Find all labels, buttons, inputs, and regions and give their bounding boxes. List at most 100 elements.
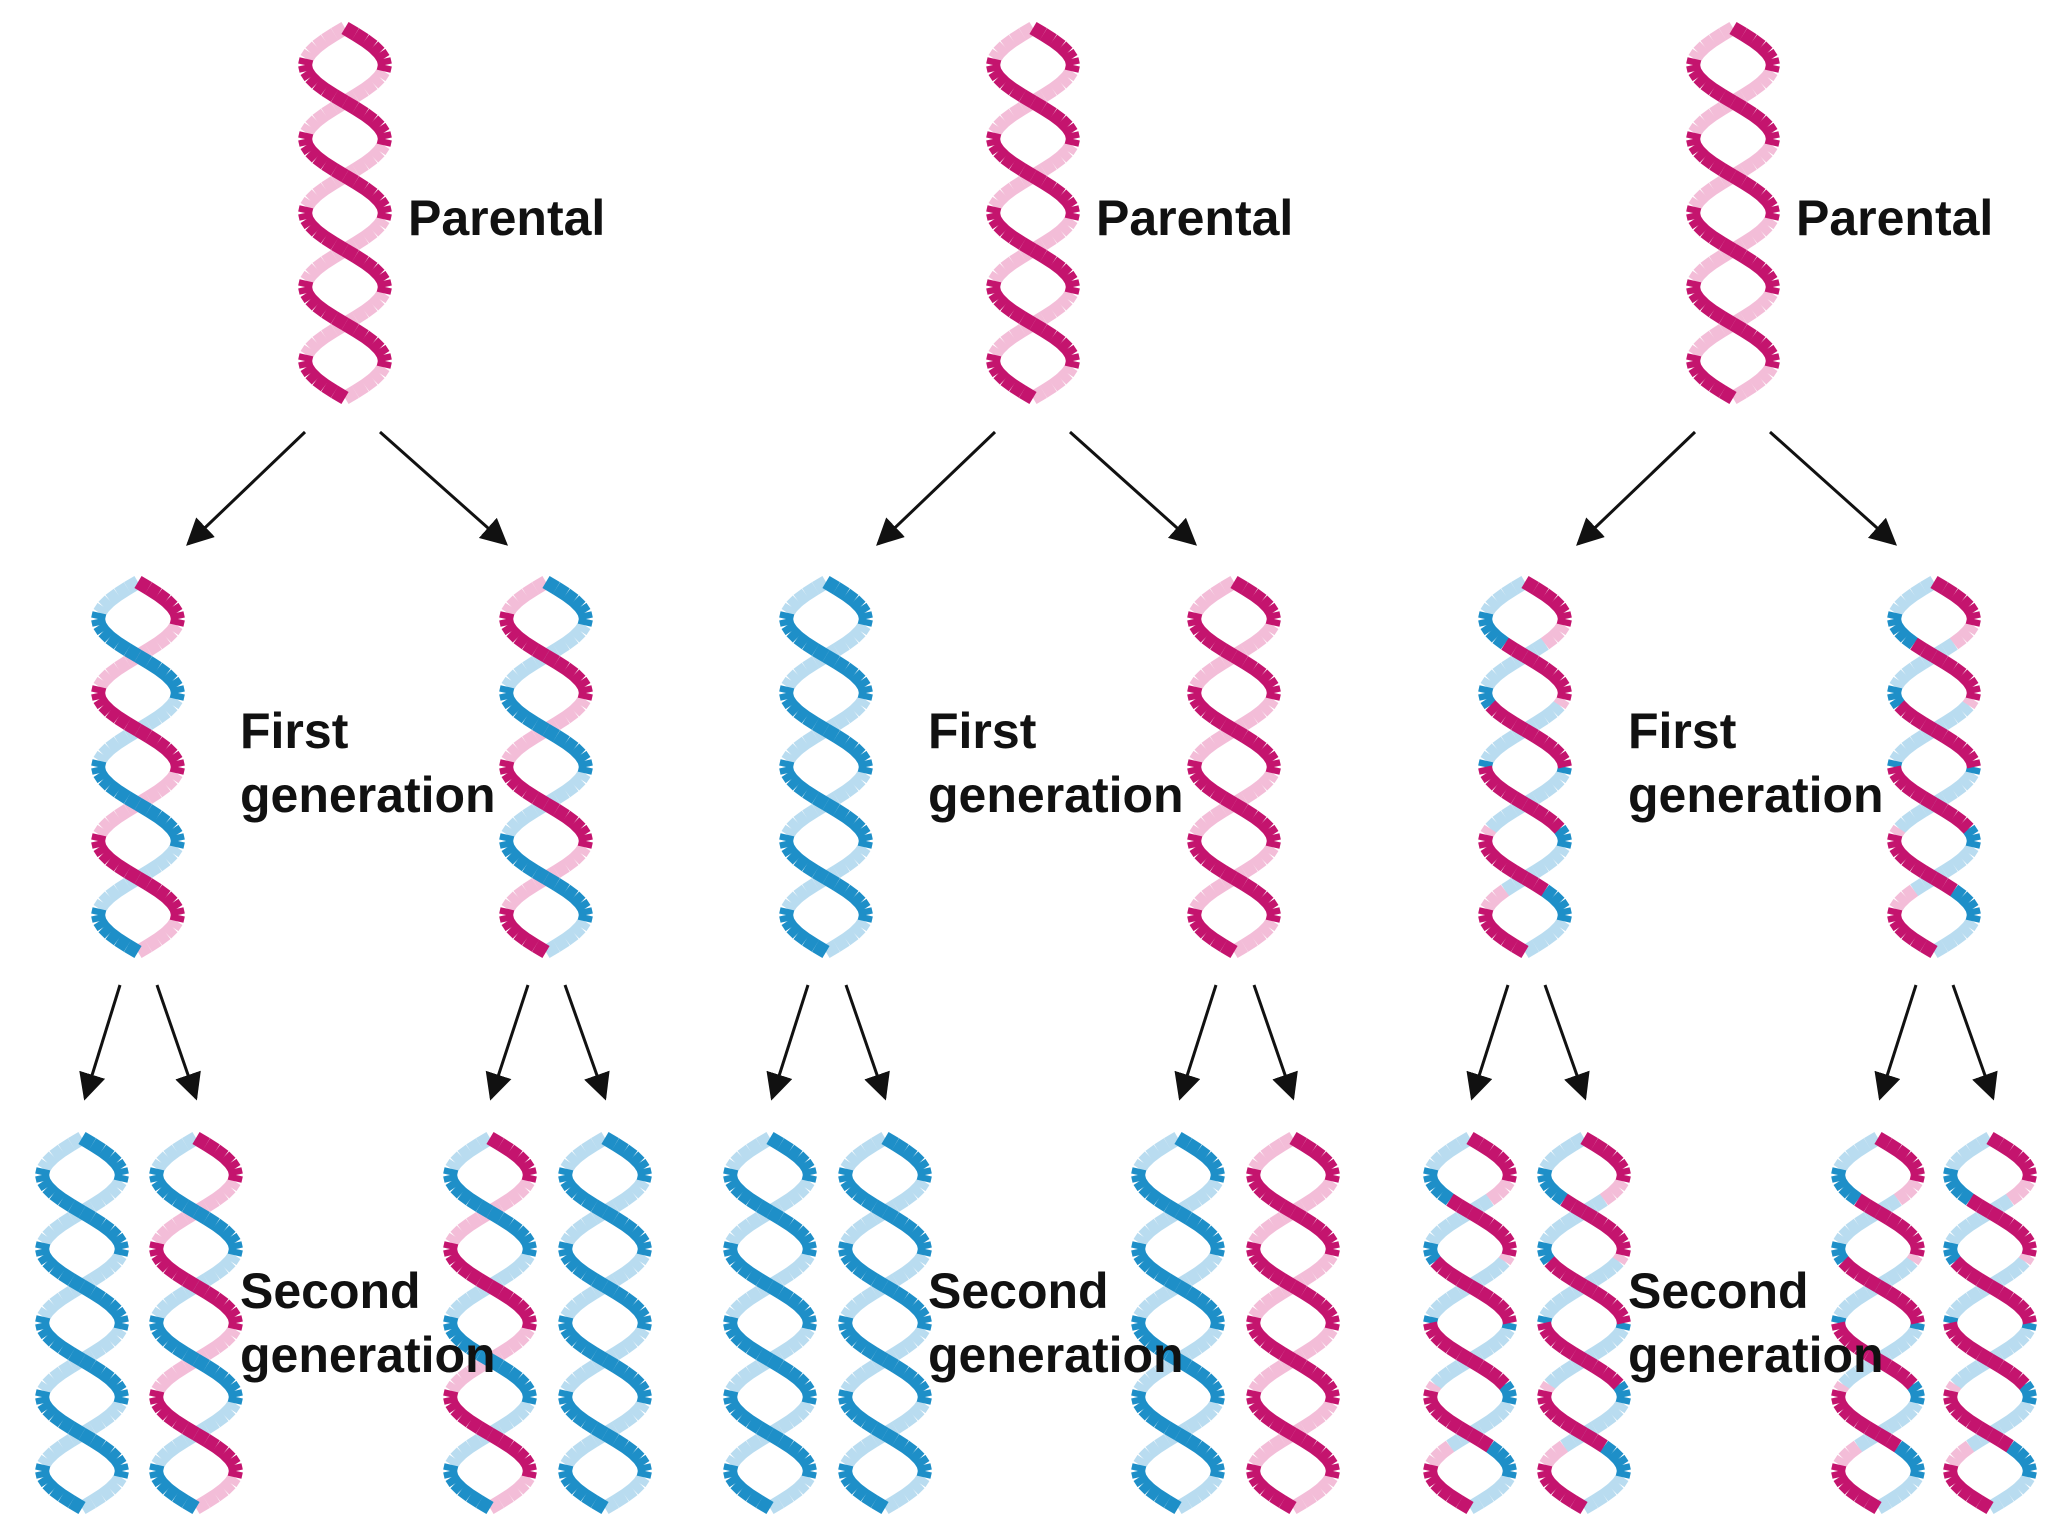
helix-strand-segment — [916, 1315, 932, 1325]
helix-strand-segment — [98, 774, 115, 791]
helix-strand-segment — [1761, 122, 1778, 137]
helix-strand-segment — [1321, 1251, 1338, 1266]
helix-strand-segment — [105, 779, 123, 798]
helix-strand-segment — [105, 1478, 122, 1495]
helix-strand-segment — [552, 711, 570, 730]
helix-strand-segment — [542, 939, 560, 959]
helix-strand-segment — [1039, 157, 1057, 176]
helix-strand-segment — [35, 1389, 51, 1399]
helix-strand-segment — [1539, 1454, 1556, 1469]
helix-strand-segment — [871, 1131, 889, 1151]
helix-strand-segment — [1056, 337, 1073, 354]
helix-strand-segment — [376, 279, 392, 289]
helix-strand-segment — [569, 774, 586, 791]
helix-strand-segment — [466, 1286, 484, 1305]
helix-strand-segment — [1748, 330, 1766, 349]
helix-strand-segment — [88, 1267, 106, 1286]
helix-strand-segment — [1485, 595, 1502, 612]
helix-strand-segment — [1269, 1138, 1287, 1157]
helix-strand-segment — [496, 1360, 514, 1379]
helix-strand-segment — [1756, 189, 1773, 206]
helix-strand-segment — [840, 1325, 857, 1340]
helix-strand-segment — [1894, 922, 1911, 939]
helix-strand-segment — [908, 1225, 925, 1242]
helix-strand-segment — [156, 1478, 173, 1495]
helix-strand-segment — [1056, 115, 1073, 132]
helix-strand-segment — [1756, 146, 1773, 163]
helix-strand-segment — [1133, 1380, 1150, 1395]
helix-strand-segment — [1425, 1177, 1442, 1192]
helix-strand-segment — [854, 750, 871, 765]
helix-strand-segment — [1521, 723, 1539, 743]
helix-strand-segment — [854, 676, 871, 691]
helix-strand-segment — [2013, 1330, 2030, 1347]
helix-strand-segment — [1184, 1341, 1202, 1360]
helix-strand-segment — [1612, 1380, 1629, 1395]
helix-strand-segment — [445, 1251, 462, 1266]
helix-strand-segment — [1257, 669, 1274, 686]
helix-strand-segment — [149, 1463, 165, 1473]
helix-strand-segment — [1145, 1144, 1163, 1163]
helix-strand-segment — [1957, 1218, 1975, 1237]
helix-strand-segment — [776, 1341, 794, 1360]
helix-strand-segment — [857, 759, 873, 769]
model-1-arrow-parental-right — [379, 430, 509, 546]
helix-strand-segment — [841, 736, 859, 755]
helix-strand-segment — [572, 1366, 590, 1385]
helix-strand-segment — [849, 891, 866, 908]
helix-strand-segment — [1249, 884, 1267, 903]
helix-strand-segment — [151, 1473, 168, 1488]
helix-strand-segment — [841, 588, 859, 607]
helix-strand-segment — [1910, 933, 1928, 952]
helix-strand-segment — [1240, 859, 1258, 878]
helix-strand-segment — [1686, 63, 1702, 73]
helix-strand-segment — [1138, 1256, 1155, 1273]
helix-strand-segment — [993, 337, 1010, 354]
helix-strand-segment — [1480, 898, 1497, 913]
helix-strand-segment — [114, 878, 132, 897]
model-2-parental-label: Parental — [1096, 190, 1293, 246]
helix-strand-segment — [312, 373, 330, 392]
helix-strand-segment — [305, 368, 322, 385]
helix-strand-segment — [1316, 1373, 1333, 1390]
helix-strand-segment — [1246, 1463, 1262, 1473]
helix-strand-segment — [300, 67, 317, 82]
helix-strand-segment — [1615, 1315, 1631, 1325]
helix-strand-segment — [2021, 1463, 2037, 1473]
helix-strand-segment — [756, 1421, 774, 1441]
helix-strand-segment — [1201, 662, 1219, 681]
helix-strand-segment — [1498, 1325, 1515, 1340]
helix-strand-segment — [1950, 1151, 1967, 1168]
helix-strand-segment — [1831, 1173, 1847, 1183]
helix-strand-segment — [88, 1489, 106, 1508]
helix-strand-segment — [1612, 1306, 1629, 1321]
helix-strand-segment — [793, 1330, 810, 1347]
helix-strand-segment — [457, 1440, 475, 1459]
helix-strand-segment — [93, 843, 110, 858]
helix-strand-segment — [1425, 1306, 1442, 1321]
helix-strand-segment — [2018, 1232, 2035, 1247]
helix-strand-segment — [591, 1421, 609, 1441]
helix-strand-segment — [1893, 1144, 1911, 1163]
helix-strand-segment — [110, 1325, 127, 1340]
helix-strand-segment — [521, 1463, 537, 1473]
helix-strand-segment — [1831, 1315, 1847, 1325]
helix-strand-segment — [202, 1434, 220, 1453]
helix-strand-segment — [501, 676, 518, 691]
helix-strand-segment — [149, 1321, 165, 1331]
helix-strand-segment — [1308, 1187, 1326, 1206]
helix-strand-segment — [166, 602, 183, 617]
helix-strand-segment — [569, 743, 586, 760]
helix-strand-segment — [561, 662, 579, 681]
helix-strand-segment — [1456, 1273, 1474, 1293]
helix-strand-segment — [1493, 1256, 1510, 1273]
helix-strand-segment — [1761, 48, 1778, 63]
helix-strand-segment — [1838, 1447, 1855, 1464]
helix-strand-segment — [793, 927, 811, 946]
helix-strand-segment — [351, 28, 369, 47]
helix-strand-segment — [501, 824, 518, 839]
helix-strand-segment — [1693, 220, 1710, 237]
helix-strand-segment — [321, 324, 339, 343]
helix-strand-segment — [786, 817, 803, 834]
helix-strand-segment — [499, 685, 515, 695]
